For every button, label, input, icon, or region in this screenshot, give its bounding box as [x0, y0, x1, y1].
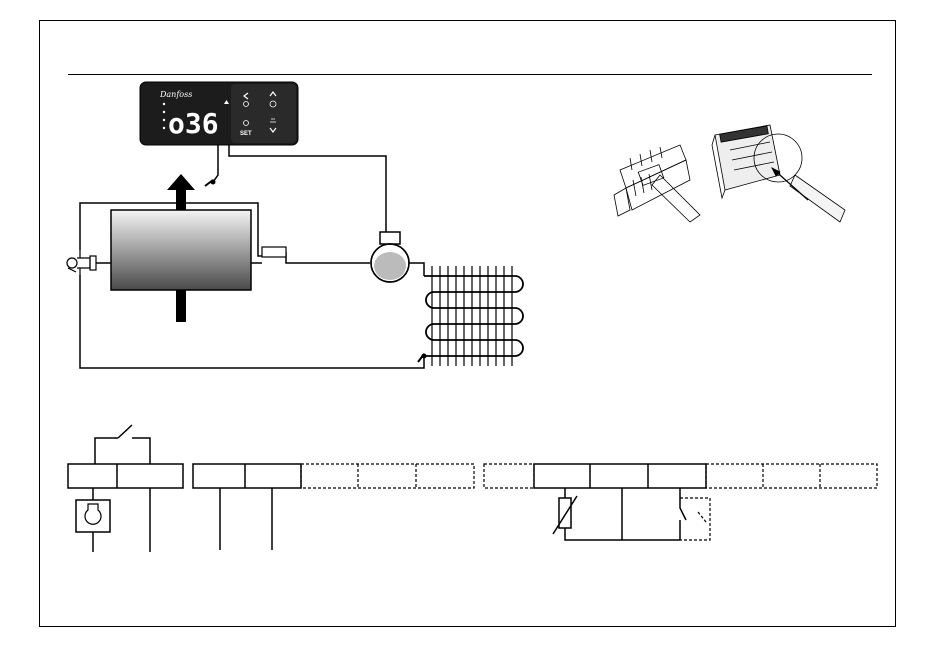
- air-flow-inlet: [176, 290, 186, 322]
- terminal-block-supply: [193, 464, 301, 550]
- controller: Danfoss o36 SET: [140, 82, 298, 145]
- indicator-dot-icon: [163, 119, 165, 121]
- sensor-wiring: [553, 488, 686, 540]
- air-flow-up-arrow-icon: [167, 174, 195, 210]
- evaporator: [111, 210, 251, 290]
- terminal-block-optional-left: [301, 464, 474, 488]
- indicator-dot-icon: [163, 103, 165, 105]
- evaporator-sensor: [262, 247, 286, 257]
- controller-rear-illustration: [712, 125, 845, 222]
- brand-logo: Danfoss: [159, 90, 192, 99]
- terminal-block-power: [68, 464, 183, 488]
- terminal-block-optional-right: [706, 464, 877, 488]
- indicator-dot-icon: [163, 111, 165, 113]
- connector-detail-illustration: [614, 145, 700, 222]
- set-button-label: SET: [240, 131, 252, 137]
- optional-contact: [680, 498, 710, 540]
- relay-contact: [95, 425, 150, 464]
- expansion-valve-icon: [67, 250, 96, 275]
- terminal-block-sensors: [534, 464, 706, 488]
- condenser-coil: [424, 266, 523, 366]
- display-readout: o36: [168, 107, 219, 140]
- indicator-dot-icon: [163, 127, 165, 129]
- terminal-block-optional-mid: [484, 464, 534, 488]
- compressor-icon: [371, 232, 409, 282]
- discharge-line: [409, 263, 424, 276]
- compressor-load-icon: [76, 488, 150, 552]
